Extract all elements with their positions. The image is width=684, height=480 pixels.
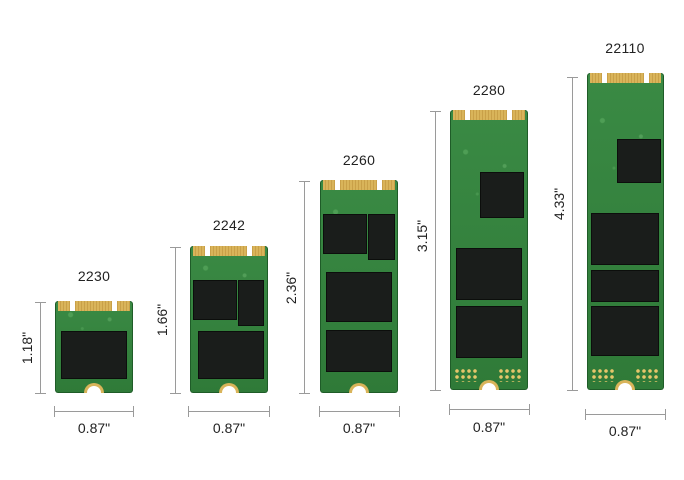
key-notch <box>377 180 382 190</box>
key-notch <box>507 110 512 120</box>
solder-pads <box>498 368 522 382</box>
controller-chip <box>617 139 661 183</box>
flash-chip <box>591 306 659 356</box>
gold-contacts <box>590 73 661 83</box>
solder-pads <box>454 368 478 382</box>
key-notch <box>335 180 340 190</box>
key-notch <box>70 301 75 311</box>
model-label-2242: 2242 <box>212 217 246 233</box>
ssd-card-2280 <box>450 110 528 390</box>
width-dimension-22110: 0.87" <box>608 423 642 439</box>
height-dimension-2280: 3.15" <box>414 219 430 253</box>
flash-chip <box>326 330 392 372</box>
width-dimension-2230: 0.87" <box>77 420 111 436</box>
width-dimension-line-2230 <box>54 406 134 417</box>
model-label-2280: 2280 <box>472 82 506 98</box>
flash-chip <box>456 248 522 300</box>
height-dimension-2260: 2.36" <box>283 271 299 305</box>
key-notch <box>602 73 607 83</box>
flash-chip <box>61 331 127 379</box>
height-dimension-line-2242 <box>170 247 181 394</box>
screw-notch <box>482 383 496 390</box>
model-label-22110: 22110 <box>605 40 645 56</box>
width-dimension-line-2260 <box>319 406 400 417</box>
screw-notch <box>618 383 632 390</box>
controller-chip <box>368 214 395 260</box>
ssd-card-2242 <box>190 246 268 393</box>
ssd-card-22110 <box>587 73 664 390</box>
flash-chip <box>456 306 522 358</box>
screw-notch <box>352 386 366 393</box>
flash-chip <box>591 270 659 302</box>
width-dimension-2260: 0.87" <box>342 420 376 436</box>
solder-pads <box>591 368 615 382</box>
controller-chip <box>480 172 524 218</box>
solder-pads <box>635 368 659 382</box>
height-dimension-22110: 4.33" <box>551 187 567 221</box>
flash-chip <box>323 214 367 254</box>
gold-contacts <box>193 246 265 256</box>
flash-chip <box>326 272 392 322</box>
key-notch <box>644 73 649 83</box>
ssd-card-2260 <box>320 180 398 393</box>
gold-contacts <box>453 110 525 120</box>
width-dimension-line-22110 <box>585 409 666 420</box>
key-notch <box>205 246 210 256</box>
model-label-2260: 2260 <box>342 152 376 168</box>
height-dimension-line-22110 <box>567 77 578 391</box>
width-dimension-2280: 0.87" <box>472 419 506 435</box>
width-dimension-2242: 0.87" <box>212 420 246 436</box>
height-dimension-line-2260 <box>299 181 310 394</box>
gold-contacts <box>323 180 395 190</box>
screw-notch <box>222 386 236 393</box>
screw-notch <box>87 386 101 393</box>
model-label-2230: 2230 <box>77 268 111 284</box>
gold-contacts <box>58 301 130 311</box>
controller-chip <box>238 280 264 326</box>
key-notch <box>112 301 117 311</box>
flash-chip <box>591 213 659 265</box>
height-dimension-line-2230 <box>35 302 46 394</box>
flash-chip <box>198 331 264 379</box>
width-dimension-line-2242 <box>188 406 270 417</box>
width-dimension-line-2280 <box>449 404 530 415</box>
flash-chip <box>193 280 237 320</box>
key-notch <box>465 110 470 120</box>
ssd-card-2230 <box>55 301 133 393</box>
height-dimension-line-2280 <box>430 111 441 391</box>
height-dimension-2242: 1.66" <box>154 303 170 337</box>
height-dimension-2230: 1.18" <box>19 331 35 365</box>
key-notch <box>247 246 252 256</box>
